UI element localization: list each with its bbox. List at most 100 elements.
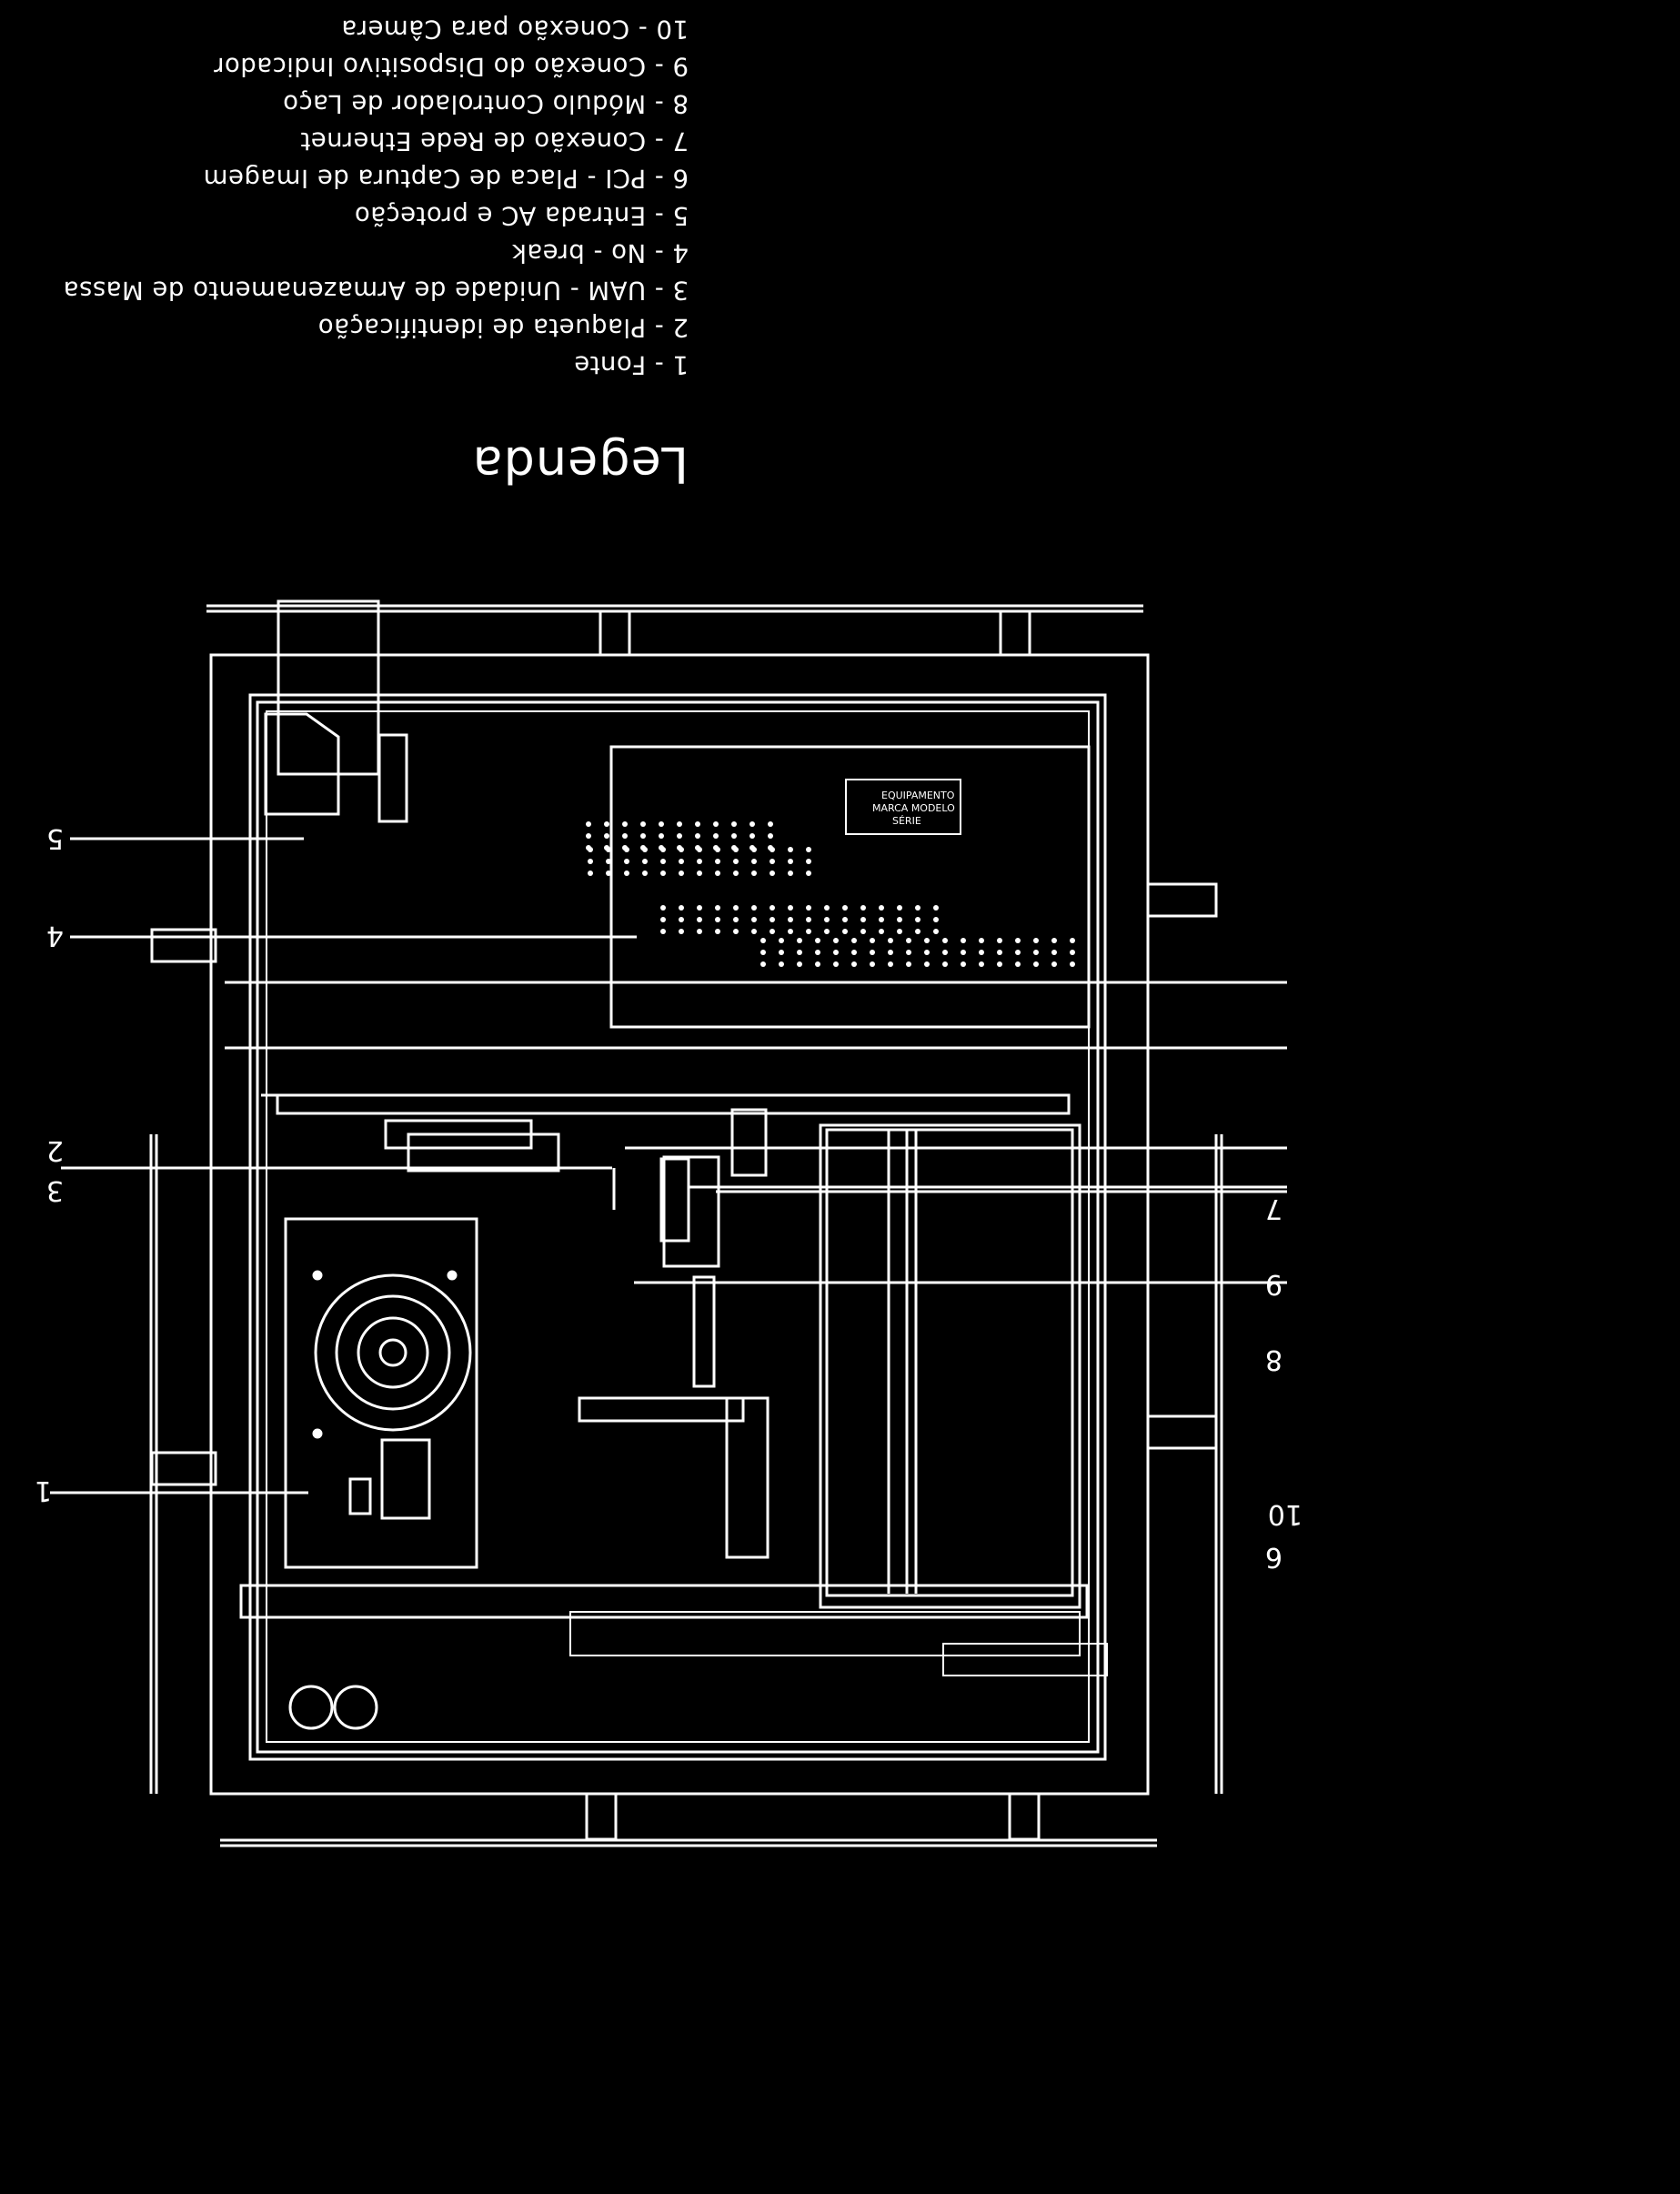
vent-hole — [806, 929, 811, 934]
vent-hole — [860, 929, 866, 934]
vent-hole — [924, 950, 930, 955]
vent-hole — [888, 961, 893, 967]
vent-hole — [622, 833, 628, 839]
vent-hole — [586, 833, 591, 839]
vent-hole — [760, 938, 766, 943]
vent-hole — [879, 917, 884, 922]
callout-1: 1 — [35, 1474, 52, 1506]
vent-hole — [860, 905, 866, 911]
vent-hole — [642, 859, 648, 864]
vent-hole — [679, 871, 684, 876]
vent-hole — [751, 871, 757, 876]
vent-hole — [588, 871, 593, 876]
vent-hole — [640, 845, 646, 850]
vent-hole — [713, 833, 719, 839]
vent-hole — [1070, 961, 1075, 967]
vent-hole — [851, 961, 857, 967]
vent-hole — [695, 833, 700, 839]
vent-hole — [749, 821, 755, 827]
vent-hole — [677, 833, 682, 839]
vent-hole — [851, 938, 857, 943]
vent-hole — [640, 833, 646, 839]
vent-hole — [824, 929, 830, 934]
vent-hole — [1070, 938, 1075, 943]
vent-hole — [606, 859, 611, 864]
vent-hole — [751, 917, 757, 922]
vent-hole — [733, 859, 739, 864]
vent-hole — [1033, 961, 1039, 967]
vent-hole — [870, 938, 875, 943]
vent-hole — [586, 821, 591, 827]
vent-hole — [961, 961, 966, 967]
vent-hole — [713, 845, 719, 850]
vent-hole — [833, 950, 839, 955]
vent-hole — [842, 929, 848, 934]
vent-hole — [697, 871, 702, 876]
vent-hole — [833, 961, 839, 967]
callout-3: 3 — [46, 1174, 64, 1206]
id-plate-line-2: MARCA MODELO — [872, 802, 955, 814]
vent-hole — [606, 871, 611, 876]
vent-hole — [915, 905, 920, 911]
callout-9: 9 — [1265, 1268, 1283, 1300]
vent-hole — [1015, 950, 1021, 955]
vent-hole — [679, 859, 684, 864]
callout-5: 5 — [46, 822, 64, 854]
vent-hole — [806, 859, 811, 864]
vent-hole — [906, 938, 911, 943]
vent-hole — [622, 845, 628, 850]
vent-hole — [997, 961, 1002, 967]
vent-hole — [806, 905, 811, 911]
vent-hole — [897, 929, 902, 934]
vent-hole — [715, 871, 720, 876]
vent-hole — [915, 929, 920, 934]
vent-hole — [733, 871, 739, 876]
ac-input-module — [264, 599, 408, 823]
vent-hole — [733, 917, 739, 922]
callout-leaders — [50, 837, 1287, 1495]
vent-hole — [770, 929, 775, 934]
vent-hole — [604, 833, 609, 839]
vent-hole — [824, 905, 830, 911]
vent-hole — [751, 929, 757, 934]
vent-hole — [979, 950, 984, 955]
vent-hole — [1051, 938, 1057, 943]
vent-hole — [660, 929, 666, 934]
vent-hole — [770, 871, 775, 876]
vent-hole — [788, 859, 793, 864]
vent-hole — [624, 871, 629, 876]
vent-hole — [842, 917, 848, 922]
vent-hole — [770, 917, 775, 922]
vent-hole — [797, 938, 802, 943]
vent-hole — [915, 917, 920, 922]
vent-hole — [697, 929, 702, 934]
vent-hole — [924, 938, 930, 943]
mounting-rails — [149, 604, 1223, 1847]
vent-hole — [806, 847, 811, 852]
vent-hole — [695, 821, 700, 827]
vent-hole — [770, 859, 775, 864]
vent-hole — [1051, 950, 1057, 955]
vent-hole — [788, 847, 793, 852]
vent-hole — [679, 917, 684, 922]
vent-hole — [751, 859, 757, 864]
vent-hole — [788, 929, 793, 934]
vent-hole — [1051, 961, 1057, 967]
vent-hole — [779, 961, 784, 967]
vent-hole — [997, 938, 1002, 943]
vent-hole — [806, 917, 811, 922]
vent-hole — [660, 859, 666, 864]
vent-hole — [715, 905, 720, 911]
vent-hole — [660, 917, 666, 922]
vent-hole — [751, 905, 757, 911]
vent-hole — [659, 821, 664, 827]
cabinet-frame — [209, 653, 1150, 1796]
vent-hole — [942, 961, 948, 967]
callout-6: 6 — [1265, 1541, 1283, 1573]
vent-hole — [806, 871, 811, 876]
vent-hole — [942, 950, 948, 955]
callout-numbers: 1 2 3 4 5 6 7 8 9 10 — [35, 822, 1303, 1573]
vent-hole — [815, 938, 820, 943]
